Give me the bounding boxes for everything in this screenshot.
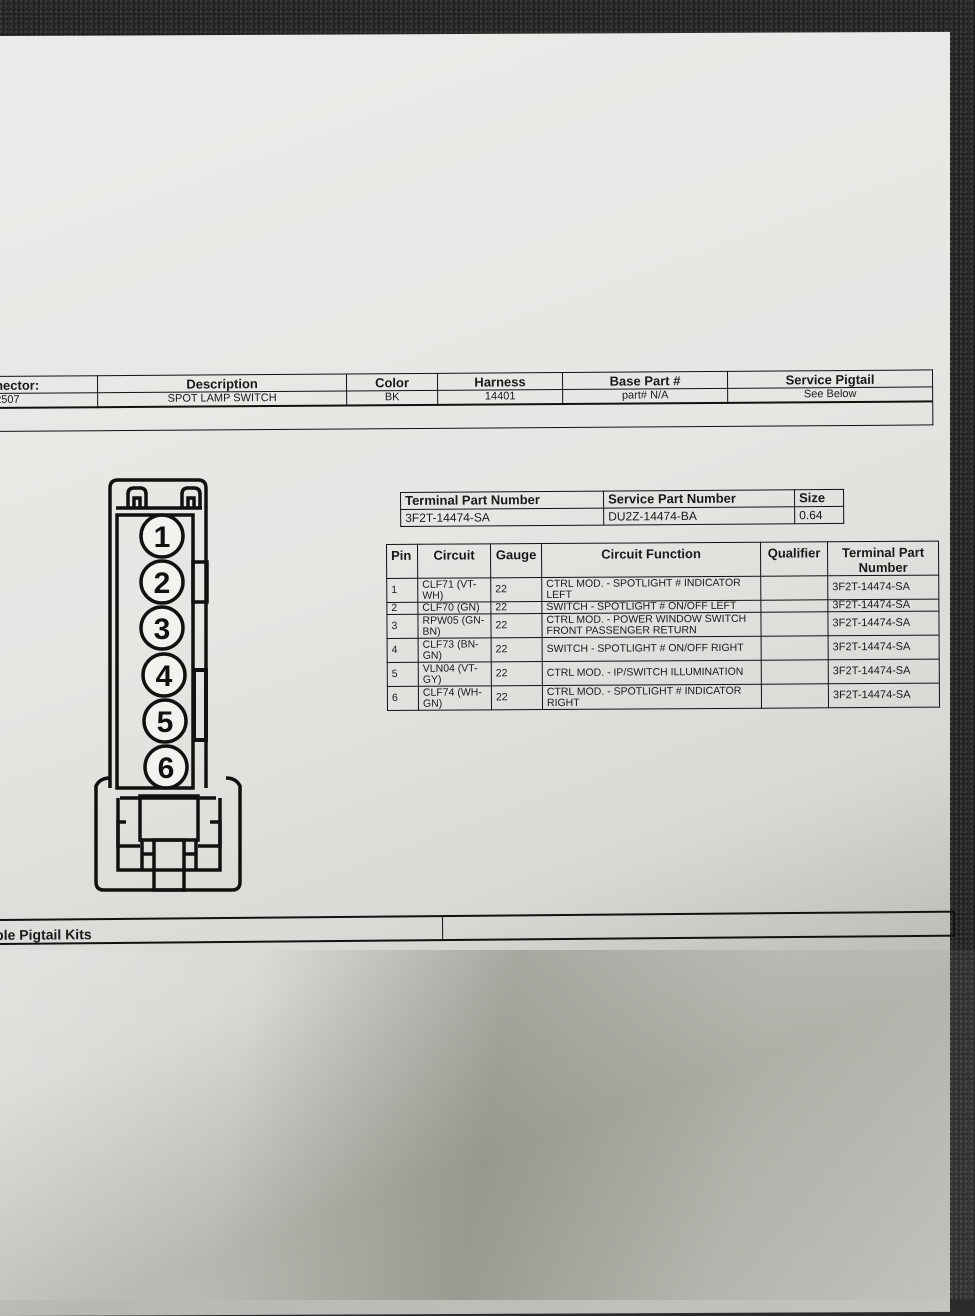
pin-number: 2 xyxy=(386,602,418,615)
col-terminal-part-number: Terminal Part Number xyxy=(827,541,939,576)
pin-label-6: 6 xyxy=(158,752,175,785)
pin-number: 1 xyxy=(386,578,418,603)
terminal-part-number: 3F2T-14474-SA xyxy=(400,508,604,527)
gauge: 22 xyxy=(490,577,542,602)
col-service-pigtail: Service Pigtail xyxy=(727,369,933,389)
base-part-value: part# N/A xyxy=(562,388,728,405)
pin-number: 5 xyxy=(387,662,419,687)
gauge: 22 xyxy=(490,601,542,614)
table-row: 4 CLF73 (BN-GN) 22 SWITCH - SPOTLIGHT # … xyxy=(387,635,940,663)
pin-header-row: Pin Circuit Gauge Circuit Function Quali… xyxy=(386,541,939,579)
circuit: CLF71 (VT-WH) xyxy=(417,577,491,603)
pin-circles xyxy=(139,513,189,790)
gauge: 22 xyxy=(491,637,543,662)
pin-label-2: 2 xyxy=(154,567,171,600)
terminal-part-number: 3F2T-14474-SA xyxy=(827,575,939,600)
col-size: Size xyxy=(794,489,844,507)
pin-label-5: 5 xyxy=(157,706,174,739)
qualifier xyxy=(761,635,829,661)
col-service-part-number: Service Part Number xyxy=(603,489,795,509)
circuit-function: CTRL MOD. - POWER WINDOW SWITCH FRONT PA… xyxy=(541,612,762,638)
terminal-part-number: 3F2T-14474-SA xyxy=(827,599,939,612)
circuit-function: CTRL MOD. - IP/SWITCH ILLUMINATION xyxy=(542,660,762,686)
qualifier xyxy=(760,599,828,613)
gauge: 22 xyxy=(491,685,543,710)
harness-value: 14401 xyxy=(437,389,563,405)
circuit-function: CTRL MOD. - SPOTLIGHT # INDICATOR LEFT xyxy=(541,576,761,602)
gauge: 22 xyxy=(490,613,543,638)
qualifier xyxy=(761,683,829,709)
gauge: 22 xyxy=(491,661,543,686)
col-connector: nector: xyxy=(0,375,98,394)
service-part-number: DU2Z-14474-BA xyxy=(603,506,795,526)
qualifier xyxy=(761,659,829,685)
pin-label-4: 4 xyxy=(156,660,173,693)
pin-number: 3 xyxy=(386,614,419,639)
col-circuit-function: Circuit Function xyxy=(541,542,761,578)
circuit: CLF74 (WH-GN) xyxy=(418,685,492,711)
pigtail-kits-label: ble Pigtail Kits xyxy=(0,917,444,943)
qualifier xyxy=(760,611,829,637)
terminal-part-number: 3F2T-14474-SA xyxy=(828,683,940,708)
table-row: 6 CLF74 (WH-GN) 22 CTRL MOD. - SPOTLIGHT… xyxy=(387,683,940,711)
circuit: RPW05 (GN-BN) xyxy=(417,613,492,639)
service-pigtail-value: See Below xyxy=(727,386,933,403)
terminal-part-table: Terminal Part Number Service Part Number… xyxy=(400,489,844,527)
connector-face-diagram-icon: 1 2 3 4 5 6 xyxy=(94,478,242,892)
col-gauge: Gauge xyxy=(490,543,542,578)
table-row: 5 VLN04 (VT-GY) 22 CTRL MOD. - IP/SWITCH… xyxy=(387,659,940,687)
col-harness: Harness xyxy=(437,372,563,391)
col-qualifier: Qualifier xyxy=(760,541,828,577)
col-pin: Pin xyxy=(386,544,418,579)
col-base-part: Base Part # xyxy=(562,371,728,390)
circuit-function: CTRL MOD. - SPOTLIGHT # INDICATOR RIGHT xyxy=(542,684,762,710)
pin-label-1: 1 xyxy=(154,521,171,554)
terminal-row: 3F2T-14474-SA DU2Z-14474-BA 0.64 xyxy=(400,506,844,527)
col-terminal-part-number: Terminal Part Number xyxy=(400,491,604,510)
terminal-part-number: 3F2T-14474-SA xyxy=(828,635,940,660)
qualifier xyxy=(760,575,828,601)
pin-number: 6 xyxy=(387,686,419,711)
col-description: Description xyxy=(97,374,347,393)
circuit-function: SWITCH - SPOTLIGHT # ON/OFF RIGHT xyxy=(542,636,762,662)
col-color: Color xyxy=(346,373,438,392)
terminal-size: 0.64 xyxy=(794,506,844,524)
table-row: 3 RPW05 (GN-BN) 22 CTRL MOD. - POWER WIN… xyxy=(386,611,940,639)
terminal-part-number: 3F2T-14474-SA xyxy=(828,659,940,684)
connector-info-table: nector: Description Color Harness Base P… xyxy=(0,369,933,432)
pigtail-kits-empty-cell xyxy=(443,913,953,939)
connector-number: 2507 xyxy=(0,392,98,408)
col-circuit: Circuit xyxy=(417,543,491,579)
circuit: CLF73 (BN-GN) xyxy=(418,637,492,663)
circuit: CLF70 (GN) xyxy=(417,601,491,615)
pin-number: 4 xyxy=(387,638,419,663)
circuit: VLN04 (VT-GY) xyxy=(418,661,492,687)
pin-assignment-table: Pin Circuit Gauge Circuit Function Quali… xyxy=(386,541,940,711)
terminal-part-number: 3F2T-14474-SA xyxy=(827,611,940,636)
circuit-function: SWITCH - SPOTLIGHT # ON/OFF LEFT xyxy=(541,600,761,614)
color-value: BK xyxy=(346,390,438,406)
pin-label-3: 3 xyxy=(154,613,171,646)
